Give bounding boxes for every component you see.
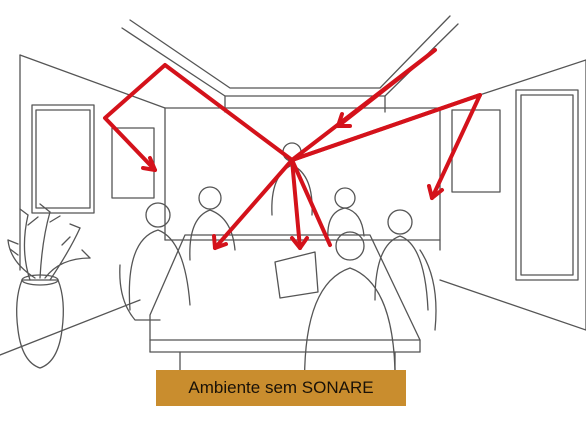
plant-vase xyxy=(7,203,91,369)
room-lines xyxy=(0,15,586,356)
wall-panels xyxy=(31,89,579,281)
caption-label: Ambiente sem SONARE xyxy=(156,370,406,406)
people-at-table xyxy=(119,142,437,401)
sound-reflection-arrows xyxy=(103,48,482,250)
